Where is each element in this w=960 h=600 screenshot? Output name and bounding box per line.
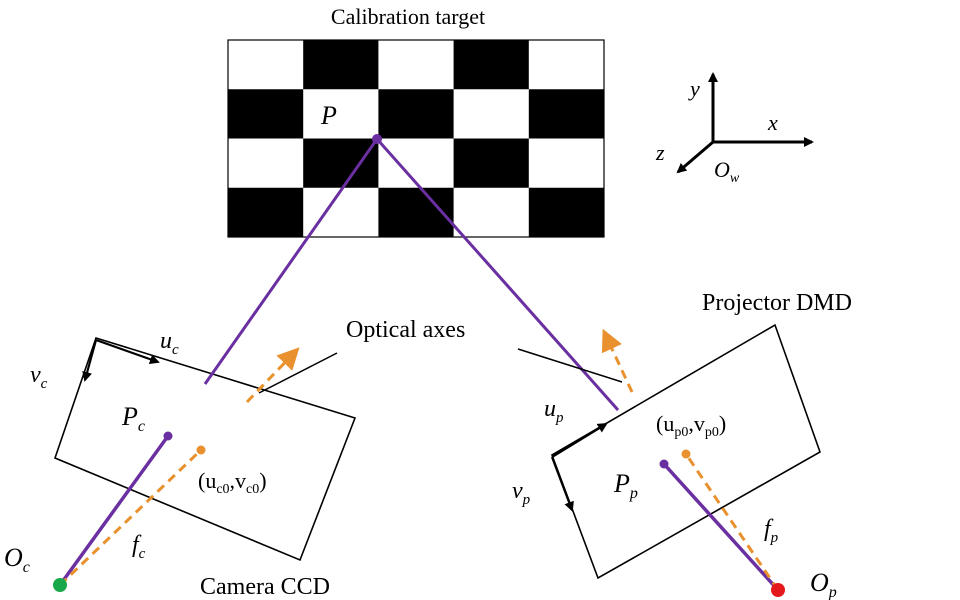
camera-principal-label: (uc0,vc0) <box>198 468 267 497</box>
checker-cell <box>528 187 605 238</box>
checker-cell <box>453 40 530 90</box>
camera-point-label: Pc <box>121 402 145 435</box>
camera-ray <box>203 138 379 385</box>
optical-axes-pointer-projector <box>517 348 623 383</box>
camera-focal-length-line <box>58 448 203 587</box>
camera-optical-axis <box>245 347 300 404</box>
camera-title: Camera CCD <box>200 574 330 600</box>
optical-axes-pointer-camera <box>258 352 338 394</box>
projector-optical-axis <box>601 328 634 393</box>
checker-cell <box>228 40 304 90</box>
world-origin-label: Ow <box>714 157 740 186</box>
camera-u-axis <box>95 338 160 365</box>
checkerboard-border <box>227 39 605 238</box>
checker-cell <box>378 40 455 90</box>
projector-u-axis <box>551 422 608 458</box>
projector-focal-label: fp <box>764 516 779 546</box>
optical-axes-label: Optical axes <box>346 317 465 343</box>
camera-origin-label: Oc <box>4 543 30 576</box>
projector-focal-length-line <box>684 453 780 591</box>
checker-cell <box>453 138 530 189</box>
checker-cell <box>228 187 304 238</box>
checker-cell <box>453 89 530 139</box>
projector-dmd: up vp Pp (up0,vp0) fp Op Projector DMD <box>512 290 852 600</box>
camera-v-axis <box>82 339 98 382</box>
projector-optical-center <box>771 583 785 597</box>
world-y-label: y <box>688 76 700 101</box>
camera-ccd: uc vc Pc (uc0,vc0) fc Oc Camera CCD <box>4 328 357 600</box>
camera-optical-center <box>53 578 67 592</box>
calibration-checkerboard <box>228 40 605 238</box>
camera-principal-point <box>196 445 206 455</box>
checker-cell <box>528 89 605 139</box>
world-z-axis <box>676 140 714 174</box>
target-point-marker <box>372 134 382 144</box>
checker-cell <box>528 40 605 90</box>
checker-cell <box>378 89 455 139</box>
projector-v-axis <box>550 456 574 512</box>
projector-image-point <box>659 459 669 469</box>
projector-u-label: up <box>544 396 564 426</box>
projector-principal-point <box>681 449 691 459</box>
world-z-label: z <box>655 140 665 165</box>
checker-cell <box>453 187 530 238</box>
target-point-label: P <box>320 101 337 130</box>
camera-focal-ray <box>58 434 170 587</box>
checker-cell <box>303 138 379 189</box>
checker-cell <box>228 89 304 139</box>
checker-cell <box>378 138 455 189</box>
projector-principal-label: (up0,vp0) <box>656 411 726 440</box>
camera-focal-label: fc <box>132 532 146 562</box>
projector-origin-label: Op <box>810 568 837 600</box>
world-axes: y x z Ow <box>655 72 814 186</box>
camera-v-label: vc <box>30 362 48 392</box>
projector-ray <box>375 138 620 411</box>
checker-cell <box>303 40 379 90</box>
checker-cell <box>528 138 605 189</box>
diagram-title: Calibration target <box>331 4 485 29</box>
checker-cell <box>303 89 379 139</box>
projector-focal-ray <box>662 462 780 592</box>
camera-u-label: uc <box>160 328 179 358</box>
checker-cell <box>303 187 379 238</box>
projector-point-label: Pp <box>613 469 638 502</box>
camera-image-point <box>163 431 173 441</box>
world-x-label: x <box>767 110 778 135</box>
checker-cell <box>228 138 304 189</box>
projector-title: Projector DMD <box>702 290 852 316</box>
projector-v-label: vp <box>512 478 531 508</box>
